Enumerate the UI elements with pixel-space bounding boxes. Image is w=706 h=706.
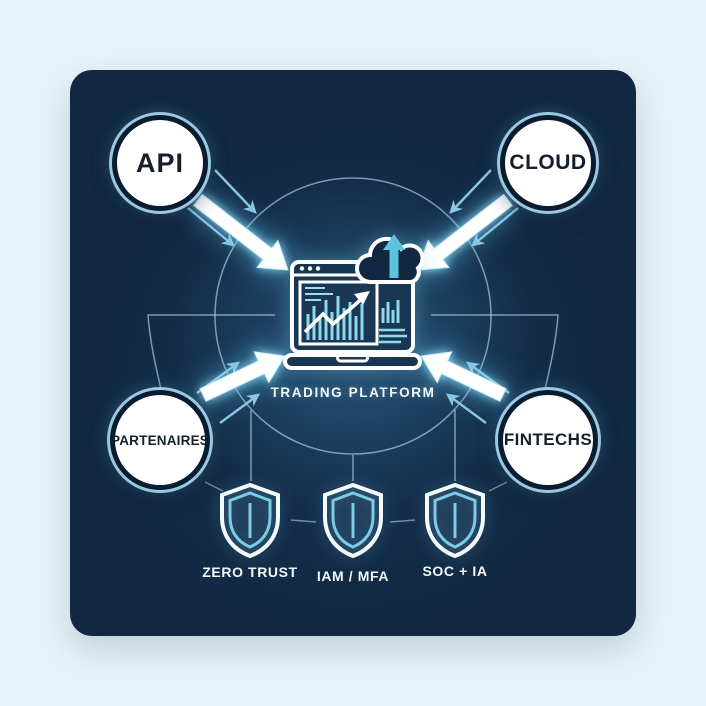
node-cloud-label: CLOUD [509, 151, 587, 174]
node-fintechs-label: FINTECHS [503, 430, 593, 449]
shield-icon [425, 482, 485, 559]
security-label-zero-trust: ZERO TRUST [202, 564, 298, 580]
thin-arrow-cloud-2 [470, 207, 519, 247]
laptop-notch [336, 353, 369, 363]
shield-icon [323, 482, 383, 559]
thin-arrow-cloud-1 [449, 169, 492, 214]
platform-title: TRADING PLATFORM [270, 385, 436, 400]
thin-arrow-api-2 [187, 207, 236, 247]
connector-layer [147, 169, 559, 523]
node-api-label: API [135, 147, 184, 178]
laptop-analytics-icon [283, 234, 425, 370]
node-api: API [112, 115, 208, 211]
browser-dot-icon [299, 266, 305, 271]
node-cloud: CLOUD [500, 115, 596, 211]
node-partenaires-label: PARTENAIRES [111, 432, 209, 448]
right-frame-line [431, 314, 559, 390]
upload-arrow-icon [383, 234, 405, 278]
glow-arrow-partenaires [199, 351, 286, 402]
chain-segment-4 [488, 481, 508, 492]
glow-arrow-fintechs [420, 351, 507, 402]
chain-segment-3 [389, 519, 416, 523]
diagram-card: TRADING PLATFORM API CLOUD PARTENAIRES F… [70, 70, 636, 636]
trend-arrowhead [354, 291, 370, 305]
browser-dot-icon [315, 266, 321, 271]
trend-arrow-icon [303, 294, 367, 334]
thin-arrow-partenaires-2 [219, 393, 261, 424]
glow-arrow-api [192, 193, 289, 271]
orbit-circle [214, 177, 492, 455]
chain-segment-2 [290, 519, 317, 523]
mini-bar-chart-icon [381, 300, 400, 323]
mini-text-lines [379, 328, 407, 344]
left-frame-line [147, 314, 275, 390]
chart-panel [298, 280, 379, 346]
thin-arrow-fintechs-2 [445, 393, 487, 424]
node-partenaires: PARTENAIRES [110, 390, 210, 490]
chain-segment-1 [204, 481, 224, 492]
browser-dot-icon [307, 266, 313, 271]
thin-arrow-api-1 [214, 169, 257, 214]
shield-icon [220, 482, 280, 559]
security-label-soc-ia: SOC + IA [422, 563, 488, 579]
panel-text-lines [305, 287, 333, 301]
security-label-iam-mfa: IAM / MFA [316, 568, 390, 584]
node-fintechs: FINTECHS [498, 390, 598, 490]
